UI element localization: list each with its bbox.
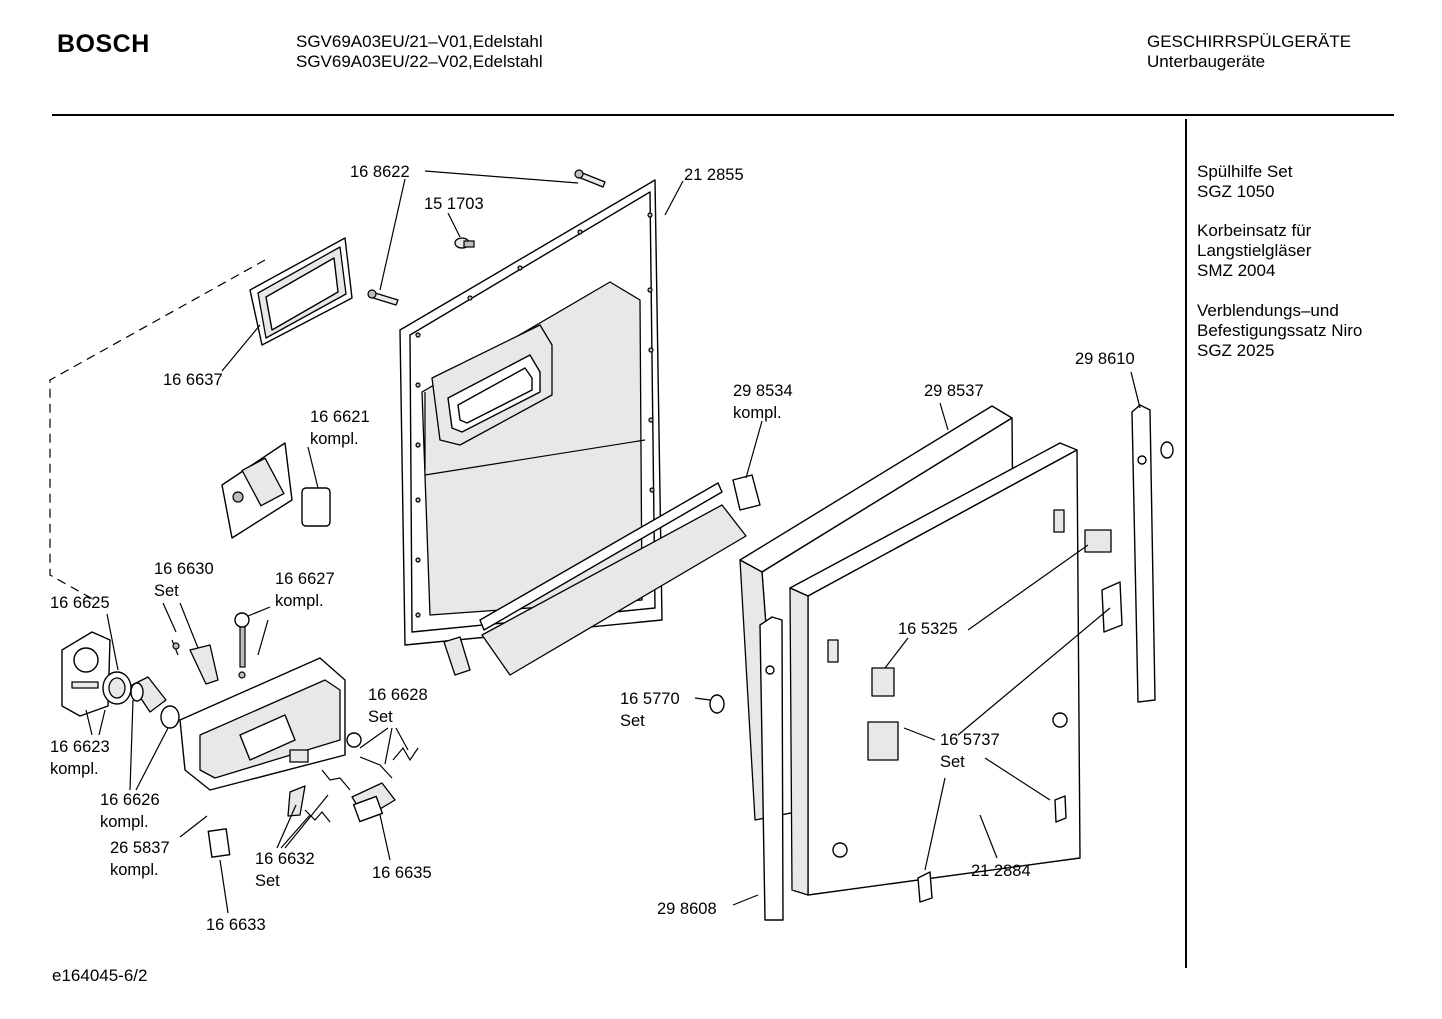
label-16-6632-set: Set [255,872,280,890]
bottom-rail-lower [481,504,747,676]
category-title: GESCHIRRSPÜLGERÄTE [1147,32,1352,51]
screw-left [367,289,399,306]
small-clip [207,828,231,858]
accessory-1-line-1: Spülhilfe Set [1197,162,1293,181]
label-16-6627-kompl: kompl. [275,592,324,610]
accessory-3-line-1: Verblendungs–und [1197,301,1339,320]
label-29-8534: 29 8534 [733,382,793,400]
label-16-6628-set: Set [368,708,393,726]
label-16-6627: 16 6627 [275,570,335,588]
dispenser-housing [179,657,346,791]
dispenser-cover [61,631,111,717]
cover-part [221,442,331,539]
foot-right [1054,795,1067,823]
mounting-plate [789,442,1081,896]
label-16-5770: 16 5770 [620,690,680,708]
side-rail-right [1131,404,1156,703]
accessory-2-line-3: SMZ 2004 [1197,261,1276,280]
bottom-rail-upper [479,482,723,631]
float-pin [234,612,250,679]
accessory-3-line-2: Befestigungssatz Niro [1197,321,1363,340]
label-16-6621: 16 6621 [310,408,370,426]
accessory-3-line-3: SGZ 2025 [1197,341,1275,360]
label-16-6637: 16 6637 [163,371,223,389]
label-16-5737: 16 5737 [940,731,1000,749]
label-16-6621-kompl: kompl. [310,430,359,448]
label-21-2855: 21 2855 [684,166,744,184]
label-16-6623: 16 6623 [50,738,110,756]
dispenser-oring [160,705,180,729]
label-15-1703: 15 1703 [424,195,484,213]
hinge-part-right [732,474,761,511]
door-handle-recess [431,324,553,446]
dispenser-cap [130,676,167,713]
sidebar-divider [1185,119,1187,968]
screw-top [574,169,606,188]
hinge-part-left [443,636,471,676]
label-16-6628: 16 6628 [368,686,428,704]
end-cap [1160,441,1174,459]
label-29-8534-kompl: kompl. [733,404,782,422]
label-29-8537: 29 8537 [924,382,984,400]
accessory-2-line-1: Korbeinsatz für [1197,221,1312,240]
label-16-5325: 16 5325 [898,620,958,638]
label-29-8608: 29 8608 [657,900,717,918]
category-subtitle: Unterbaugeräte [1147,52,1266,71]
label-16-6635: 16 6635 [372,864,432,882]
label-21-2884: 21 2884 [971,862,1031,880]
model-line-1: SGV69A03EU/21–V01,Edelstahl [296,32,543,51]
label-16-5770-set: Set [620,712,645,730]
clip-middle [871,667,895,697]
header-divider [52,114,1394,116]
lever-pin [171,639,219,685]
accessory-2-line-2: Langstielgläser [1197,241,1312,260]
model-line-2: SGV69A03EU/22–V02,Edelstahl [296,52,543,71]
label-26-5837-kompl: kompl. [110,861,159,879]
clip-upper [1084,529,1112,553]
label-16-6632: 16 6632 [255,850,315,868]
label-16-6630: 16 6630 [154,560,214,578]
label-16-6626-kompl: kompl. [100,813,149,831]
brand-logo: BOSCH [57,30,150,58]
label-16-8622: 16 8622 [350,163,410,181]
leader-lines [85,170,1141,914]
seal-frame [249,237,353,346]
clip-lower [867,721,899,761]
foot-bottom [917,871,933,903]
bracket-right [1101,581,1123,633]
screw-plug [454,237,475,249]
label-16-5737-set: Set [940,753,965,771]
switch-block [351,782,396,823]
drawing-id: e164045-6/2 [52,966,148,985]
label-16-6625: 16 6625 [50,594,110,612]
label-26-5837: 26 5837 [110,839,170,857]
accessory-1-line-2: SGZ 1050 [1197,182,1275,201]
assembly-path-line [49,259,266,603]
label-16-6633: 16 6633 [206,916,266,934]
dispenser-ring [102,671,132,705]
label-16-6626: 16 6626 [100,791,160,809]
cap-plug [709,694,725,714]
label-29-8610: 29 8610 [1075,350,1135,368]
label-16-6630-set: Set [154,582,179,600]
label-16-6623-kompl: kompl. [50,760,99,778]
side-rail-left [759,616,784,921]
